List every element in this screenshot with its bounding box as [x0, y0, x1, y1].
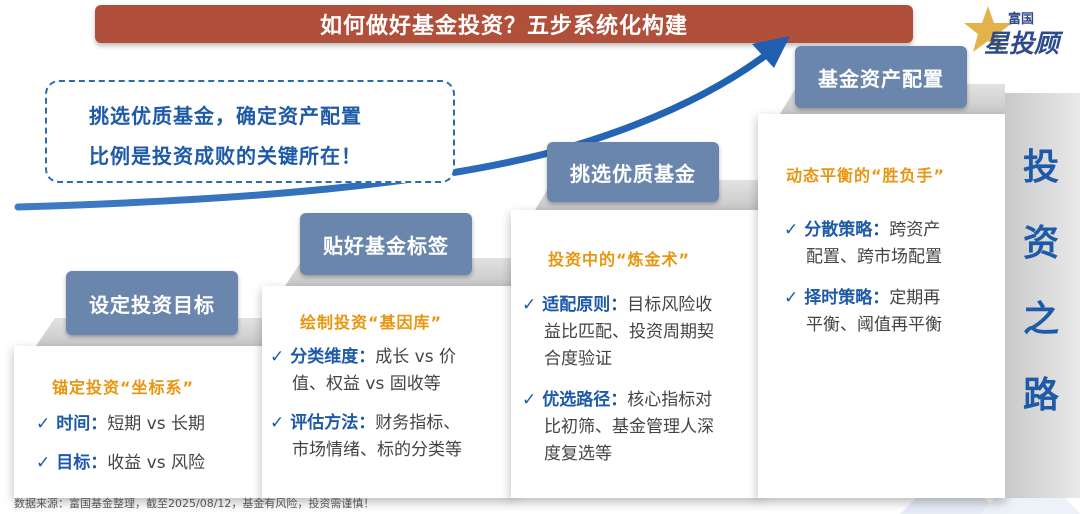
step-3-item-2: ✓优选路径：核心指标对 比初筛、基金管理人深 度复选等	[522, 390, 714, 464]
step-3-subhead: 投资中的“炼金术”	[548, 250, 691, 269]
callout-box: 挑选优质基金，确定资产配置 比例是投资成败的关键所在！	[45, 80, 455, 183]
brand-logo: 富国 星投顾	[962, 4, 1072, 58]
step-2-item-2: ✓评估方法：财务指标、 市场情绪、标的分类等	[270, 413, 462, 460]
side-char-2: 资	[1022, 223, 1059, 264]
step-3-item-1: ✓适配原则：目标风险收 益比匹配、投资周期契 合度验证	[522, 295, 714, 369]
step-1-item-1: ✓时间：短期 vs 长期	[36, 414, 205, 434]
step-4-item-1: ✓分散策略：跨资产 配置、跨市场配置	[784, 220, 942, 267]
step-1-block	[14, 346, 269, 498]
logo-text-bottom: 星投顾	[984, 29, 1060, 58]
check-icon: ✓	[36, 453, 51, 473]
side-panel	[1005, 93, 1080, 498]
star-logo-icon	[964, 6, 1012, 52]
step-2-subhead: 绘制投资“基因库”	[300, 313, 443, 332]
step-2-block	[262, 286, 514, 498]
callout-line-1: 挑选优质基金，确定资产配置	[89, 104, 362, 128]
check-icon: ✓	[784, 288, 799, 308]
callout-line-2: 比例是投资成败的关键所在！	[89, 144, 362, 168]
step-2-label: 贴好基金标签	[300, 213, 472, 275]
check-icon: ✓	[522, 390, 537, 410]
step-1-label: 设定投资目标	[66, 271, 238, 335]
source-note: 数据来源：富国基金整理，截至2025/08/12，基金有风险，投资需谨慎！	[14, 497, 375, 510]
step-1-item-2: ✓目标：收益 vs 风险	[36, 453, 205, 473]
step-3-block	[511, 210, 761, 498]
step-1-subhead: 锚定投资“坐标系”	[52, 378, 195, 397]
step-3-label: 挑选优质基金	[547, 142, 719, 202]
page-title: 如何做好基金投资？五步系统化构建	[319, 14, 688, 39]
check-icon: ✓	[36, 414, 51, 434]
side-char-1: 投	[1022, 147, 1059, 188]
logo-text-top: 富国	[1008, 12, 1035, 27]
check-icon: ✓	[522, 295, 537, 315]
title-banner: 如何做好基金投资？五步系统化构建	[95, 5, 913, 43]
step-4-block	[758, 114, 1006, 498]
step-4-label: 基金资产配置	[795, 46, 967, 108]
step-4-item-2: ✓择时策略：定期再 平衡、阈值再平衡	[784, 288, 942, 335]
side-vertical-text: 投 资 之 路	[1017, 130, 1065, 434]
check-icon: ✓	[270, 347, 285, 367]
side-char-4: 路	[1022, 375, 1059, 416]
check-icon: ✓	[784, 220, 799, 240]
check-icon: ✓	[270, 413, 285, 433]
step-4-subhead: 动态平衡的“胜负手”	[786, 166, 946, 185]
side-char-3: 之	[1022, 299, 1059, 340]
step-2-item-1: ✓分类维度：成长 vs 价 值、权益 vs 固收等	[270, 347, 456, 394]
